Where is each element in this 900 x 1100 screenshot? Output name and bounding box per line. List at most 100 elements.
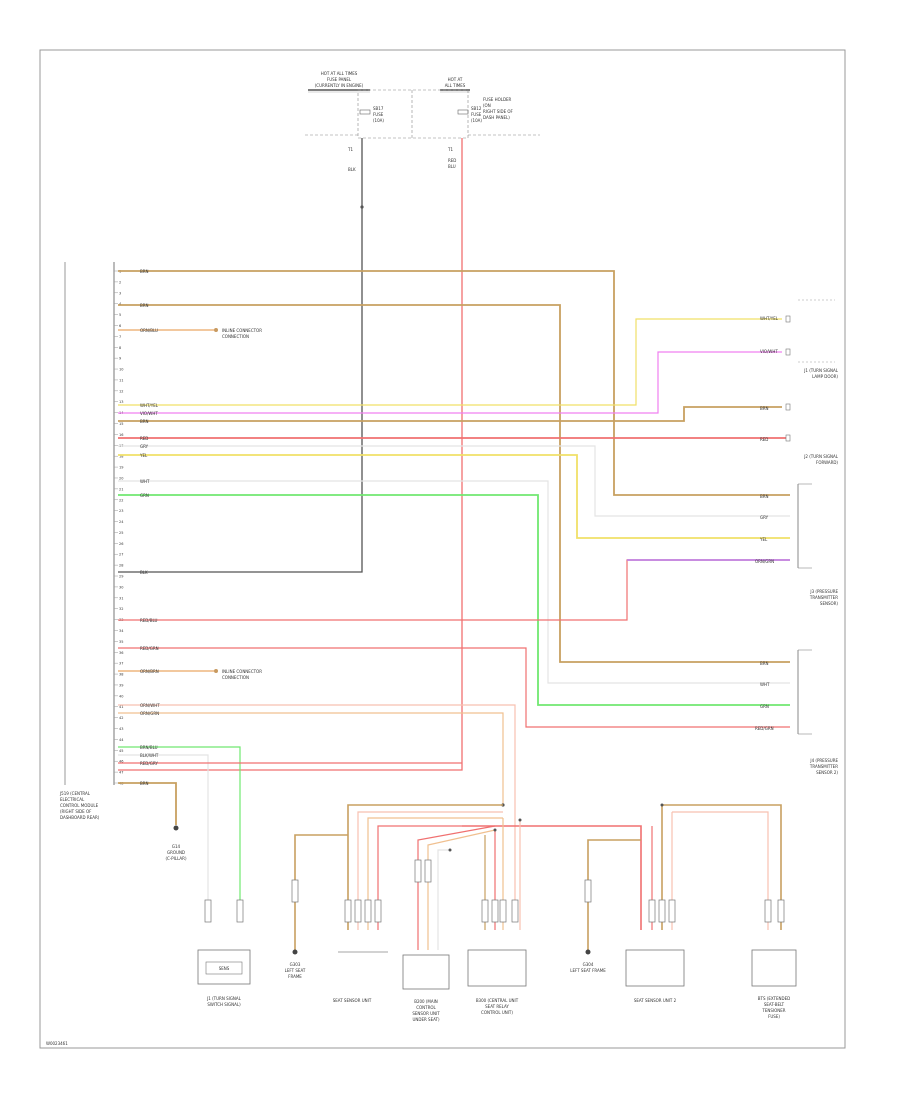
rg3-label-1: J3 (PRESSURE [809, 589, 838, 594]
pin-wire-labels: BRN BRN ORN/BLU WHT/YEL VIO/WHT BRN RED … [139, 269, 160, 786]
wire-red-grn-p38 [118, 647, 790, 728]
b4-component-box [402, 954, 450, 990]
b8-component-box [751, 949, 797, 987]
wire-brn-p17 [118, 406, 782, 422]
module-pin-number: 9 [119, 357, 121, 361]
module-pin-number: 22 [119, 498, 123, 502]
module-pin-number: 21 [119, 487, 123, 491]
pin-label-p30: BLK [140, 570, 148, 575]
module-pin-number: 7 [119, 335, 121, 339]
rg3-label-2: TRANSMITTER [809, 595, 838, 600]
module-pin-number: 28 [119, 564, 123, 568]
module-pin-number: 19 [119, 466, 123, 470]
module-pin-number: 15 [119, 422, 123, 426]
module-pin-number: 20 [119, 476, 123, 480]
harness-seat-1-red [377, 825, 462, 930]
b5-component-box [467, 949, 527, 987]
b6-label-1: G304 [583, 962, 594, 967]
wire-blk-fuse-a [118, 138, 363, 573]
inline-labels: INLINE CONNECTOR CONNECTION INLINE CONNE… [165, 328, 262, 861]
b4-label-2: CONTROL [416, 1005, 436, 1010]
right-note-2: (ON [483, 103, 491, 108]
module-pin-number: 29 [119, 575, 123, 579]
harness-seat-1-pink [357, 811, 503, 930]
module-pin-number: 35 [119, 640, 123, 644]
pin-label-p34: RED/BLU [140, 618, 158, 623]
module-pin-number: 24 [119, 520, 124, 524]
left-module: 1234567891011121314151617181920212223242… [59, 262, 124, 820]
b1-label-2: SWITCH SIGNAL) [207, 1002, 241, 1007]
pin-label-p40: ORN/BRN [140, 669, 159, 674]
fuse-b-body [457, 109, 469, 115]
module-pin-number: 43 [119, 727, 123, 731]
module-pin-number: 30 [119, 585, 123, 589]
b5-label-3: CONTROL UNIT) [481, 1010, 513, 1015]
b8-label-2: SEAT-BELT [764, 1002, 785, 1007]
left-fuse-label-2: FUSE PANEL [327, 77, 352, 82]
fuse-b-label-3: (10A) [471, 118, 482, 123]
wire-yel-p20 [118, 454, 790, 539]
rg4-label-2: TRANSMITTER [809, 764, 838, 769]
inline-conn-1-line-1: INLINE CONNECTOR [222, 328, 262, 333]
wire-brn-p1 [118, 270, 790, 496]
module-pin-number: 40 [119, 694, 123, 698]
fuse-a-label-2: FUSE [373, 112, 384, 117]
right-note-4: DASH PANEL) [483, 115, 510, 120]
left-module-label-2: ELECTRICAL [60, 797, 85, 802]
pin-label-p16: VIO/WHT [140, 411, 158, 416]
fuse-a-label-1: SB17 [373, 106, 384, 111]
module-pin-number: 36 [119, 651, 123, 655]
module-pin-number: 45 [119, 749, 123, 753]
right-note-3: RIGHT SIDE OF [483, 109, 514, 114]
harness-seat-1-orn [367, 817, 503, 930]
module-pin-number: 13 [119, 400, 123, 404]
harness-b4-c [437, 849, 450, 950]
harness-g304 [587, 839, 641, 950]
module-pin-number: 42 [119, 716, 123, 720]
pin-label-p6: ORN/BLU [140, 328, 158, 333]
wire-a-pin: T1 [347, 147, 353, 152]
module-pin-number: 12 [119, 389, 123, 393]
rg4-wire-1: BRN [760, 661, 769, 666]
module-pin-number: 27 [119, 553, 123, 557]
rg4-label-1: J4 (PRESSURE [809, 758, 838, 763]
rg2-label-1: J2 (TURN SIGNAL [803, 454, 839, 459]
inline-conn-1-line-2: CONNECTION [222, 334, 249, 339]
pin-label-p47: RED/GRY [140, 761, 158, 766]
rg3-wire-1: BRN [760, 494, 769, 499]
pin-label-p46: BLK/WHT [140, 753, 159, 758]
module-pin-number: 5 [119, 313, 121, 317]
module-pin-number: 26 [119, 542, 123, 546]
harness-b4-red [462, 825, 642, 930]
pin-label-p45: BRN/BLU [140, 745, 158, 750]
module-pin-number: 18 [119, 455, 123, 459]
pin-label-p4: BRN [140, 303, 149, 308]
rg1-wire-1: WHT/YEL [760, 316, 779, 321]
b6-label-2: LEFT SEAT FRAME [570, 968, 606, 973]
wire-brn-p4 [118, 304, 790, 663]
pin-label-p23: GRN [140, 493, 149, 498]
inline-connector-dot-2 [214, 669, 218, 673]
module-pin-number: 41 [119, 705, 123, 709]
pin-label-p20: YEL [139, 453, 148, 458]
rg4-wire-4: RED/GRN [755, 726, 774, 731]
harness-b4-b [427, 829, 496, 950]
module-pin-number: 25 [119, 531, 123, 535]
module-pin-number: 16 [119, 433, 123, 437]
ground-point [173, 825, 179, 831]
right-fuse-label-1: HOT AT [448, 77, 463, 82]
b7-component-box [625, 949, 685, 987]
b1-box-label: SENS [219, 966, 230, 971]
bottom-connectors [204, 859, 785, 923]
b2-label-1: G303 [290, 962, 301, 967]
b5-label-2: SEAT RELAY [485, 1004, 509, 1009]
left-module-label-3: CONTROL MODULE [60, 803, 99, 808]
wire-gry-p19 [118, 445, 790, 517]
module-pin-number: 11 [119, 378, 123, 382]
rg2-wire-1: BRN [760, 406, 769, 411]
rg3-label-3: SENSOR) [820, 601, 839, 606]
module-pin-number: 34 [119, 629, 124, 633]
module-pin-number: 44 [119, 738, 124, 742]
wire-brn-blu-p45 [118, 746, 241, 915]
